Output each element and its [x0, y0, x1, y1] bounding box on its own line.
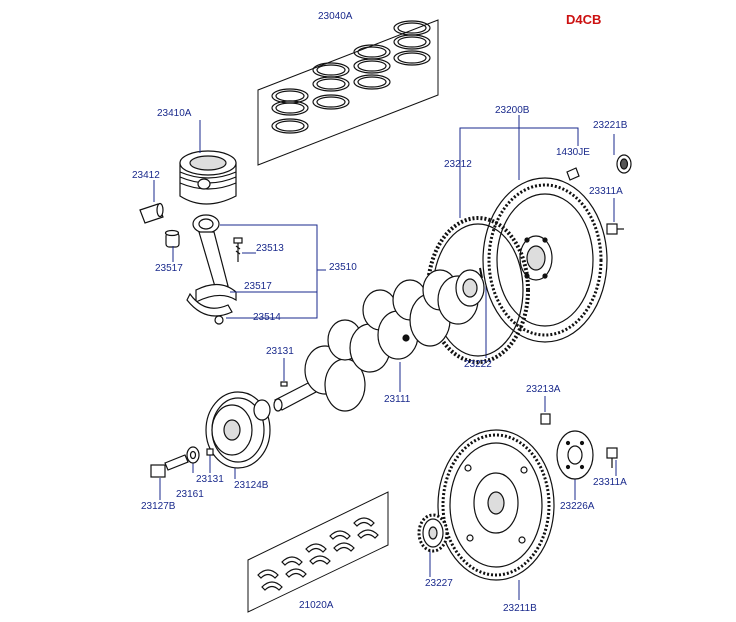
- flywheel-drawing[interactable]: [482, 177, 608, 343]
- part-label-23514[interactable]: 23514: [253, 312, 281, 323]
- damper-pulley-drawing[interactable]: [205, 391, 271, 469]
- part-label-23200B[interactable]: 23200B: [495, 105, 530, 116]
- crank-sprocket-drawing[interactable]: [417, 513, 449, 553]
- part-label-23040A[interactable]: 23040A: [318, 11, 353, 22]
- connecting-rod-drawing[interactable]: [186, 214, 237, 325]
- part-label-23226A[interactable]: 23226A: [560, 501, 595, 512]
- dowel-pin-drawing[interactable]: [566, 167, 580, 181]
- part-label-23311A-lower[interactable]: 23311A: [593, 477, 627, 488]
- small-key-drawing[interactable]: [206, 448, 214, 456]
- pulley-washer-drawing[interactable]: [186, 446, 200, 464]
- piston-ring-set-drawing[interactable]: [257, 19, 439, 166]
- part-label-23410A[interactable]: 23410A: [157, 108, 192, 119]
- part-label-23227[interactable]: 23227: [425, 578, 453, 589]
- part-label-23161[interactable]: 23161: [176, 489, 204, 500]
- part-label-23510[interactable]: 23510: [329, 262, 357, 273]
- part-label-23131-upper[interactable]: 23131: [266, 346, 294, 357]
- part-label-21020A[interactable]: 21020A: [299, 600, 334, 611]
- dowel-drawing[interactable]: [540, 413, 551, 425]
- model-code: D4CB: [566, 12, 602, 27]
- part-label-23213A[interactable]: 23213A: [526, 384, 561, 395]
- crankshaft-drawing[interactable]: [273, 267, 485, 412]
- rod-bearing-shell-drawing[interactable]: [164, 229, 180, 248]
- pilot-bearing-drawing[interactable]: [616, 154, 632, 174]
- part-label-23222[interactable]: 23222: [464, 359, 492, 370]
- woodruff-key-drawing[interactable]: [280, 381, 288, 387]
- part-label-23211B[interactable]: 23211B: [503, 603, 537, 614]
- drive-plate-drawing[interactable]: [437, 429, 555, 581]
- part-label-23221B[interactable]: 23221B: [593, 120, 628, 131]
- pulley-bolt-drawing[interactable]: [150, 454, 189, 478]
- part-label-23517-cap[interactable]: 23517: [244, 281, 272, 292]
- part-label-23111[interactable]: 23111: [384, 394, 411, 405]
- main-bearing-set-drawing[interactable]: [247, 491, 389, 613]
- part-label-23131-lower[interactable]: 23131: [196, 474, 224, 485]
- rod-bolt-drawing[interactable]: [233, 237, 243, 262]
- callout-lines: [153, 115, 617, 600]
- part-label-1430JE[interactable]: 1430JE: [556, 147, 590, 158]
- adapter-plate-drawing[interactable]: [556, 430, 594, 480]
- part-label-23513[interactable]: 23513: [256, 243, 284, 254]
- part-label-23212[interactable]: 23212: [444, 159, 472, 170]
- part-label-23412[interactable]: 23412: [132, 170, 160, 181]
- piston-pin-drawing[interactable]: [139, 202, 164, 224]
- part-label-23517-bearing[interactable]: 23517: [155, 263, 183, 274]
- part-label-23311A-upper[interactable]: 23311A: [589, 186, 623, 197]
- part-label-23127B[interactable]: 23127B: [141, 501, 176, 512]
- piston-drawing[interactable]: [179, 150, 237, 205]
- part-label-23124B[interactable]: 23124B: [234, 480, 269, 491]
- flywheel-bolt-drawing[interactable]: [606, 223, 624, 235]
- plate-bolt-drawing[interactable]: [606, 447, 618, 468]
